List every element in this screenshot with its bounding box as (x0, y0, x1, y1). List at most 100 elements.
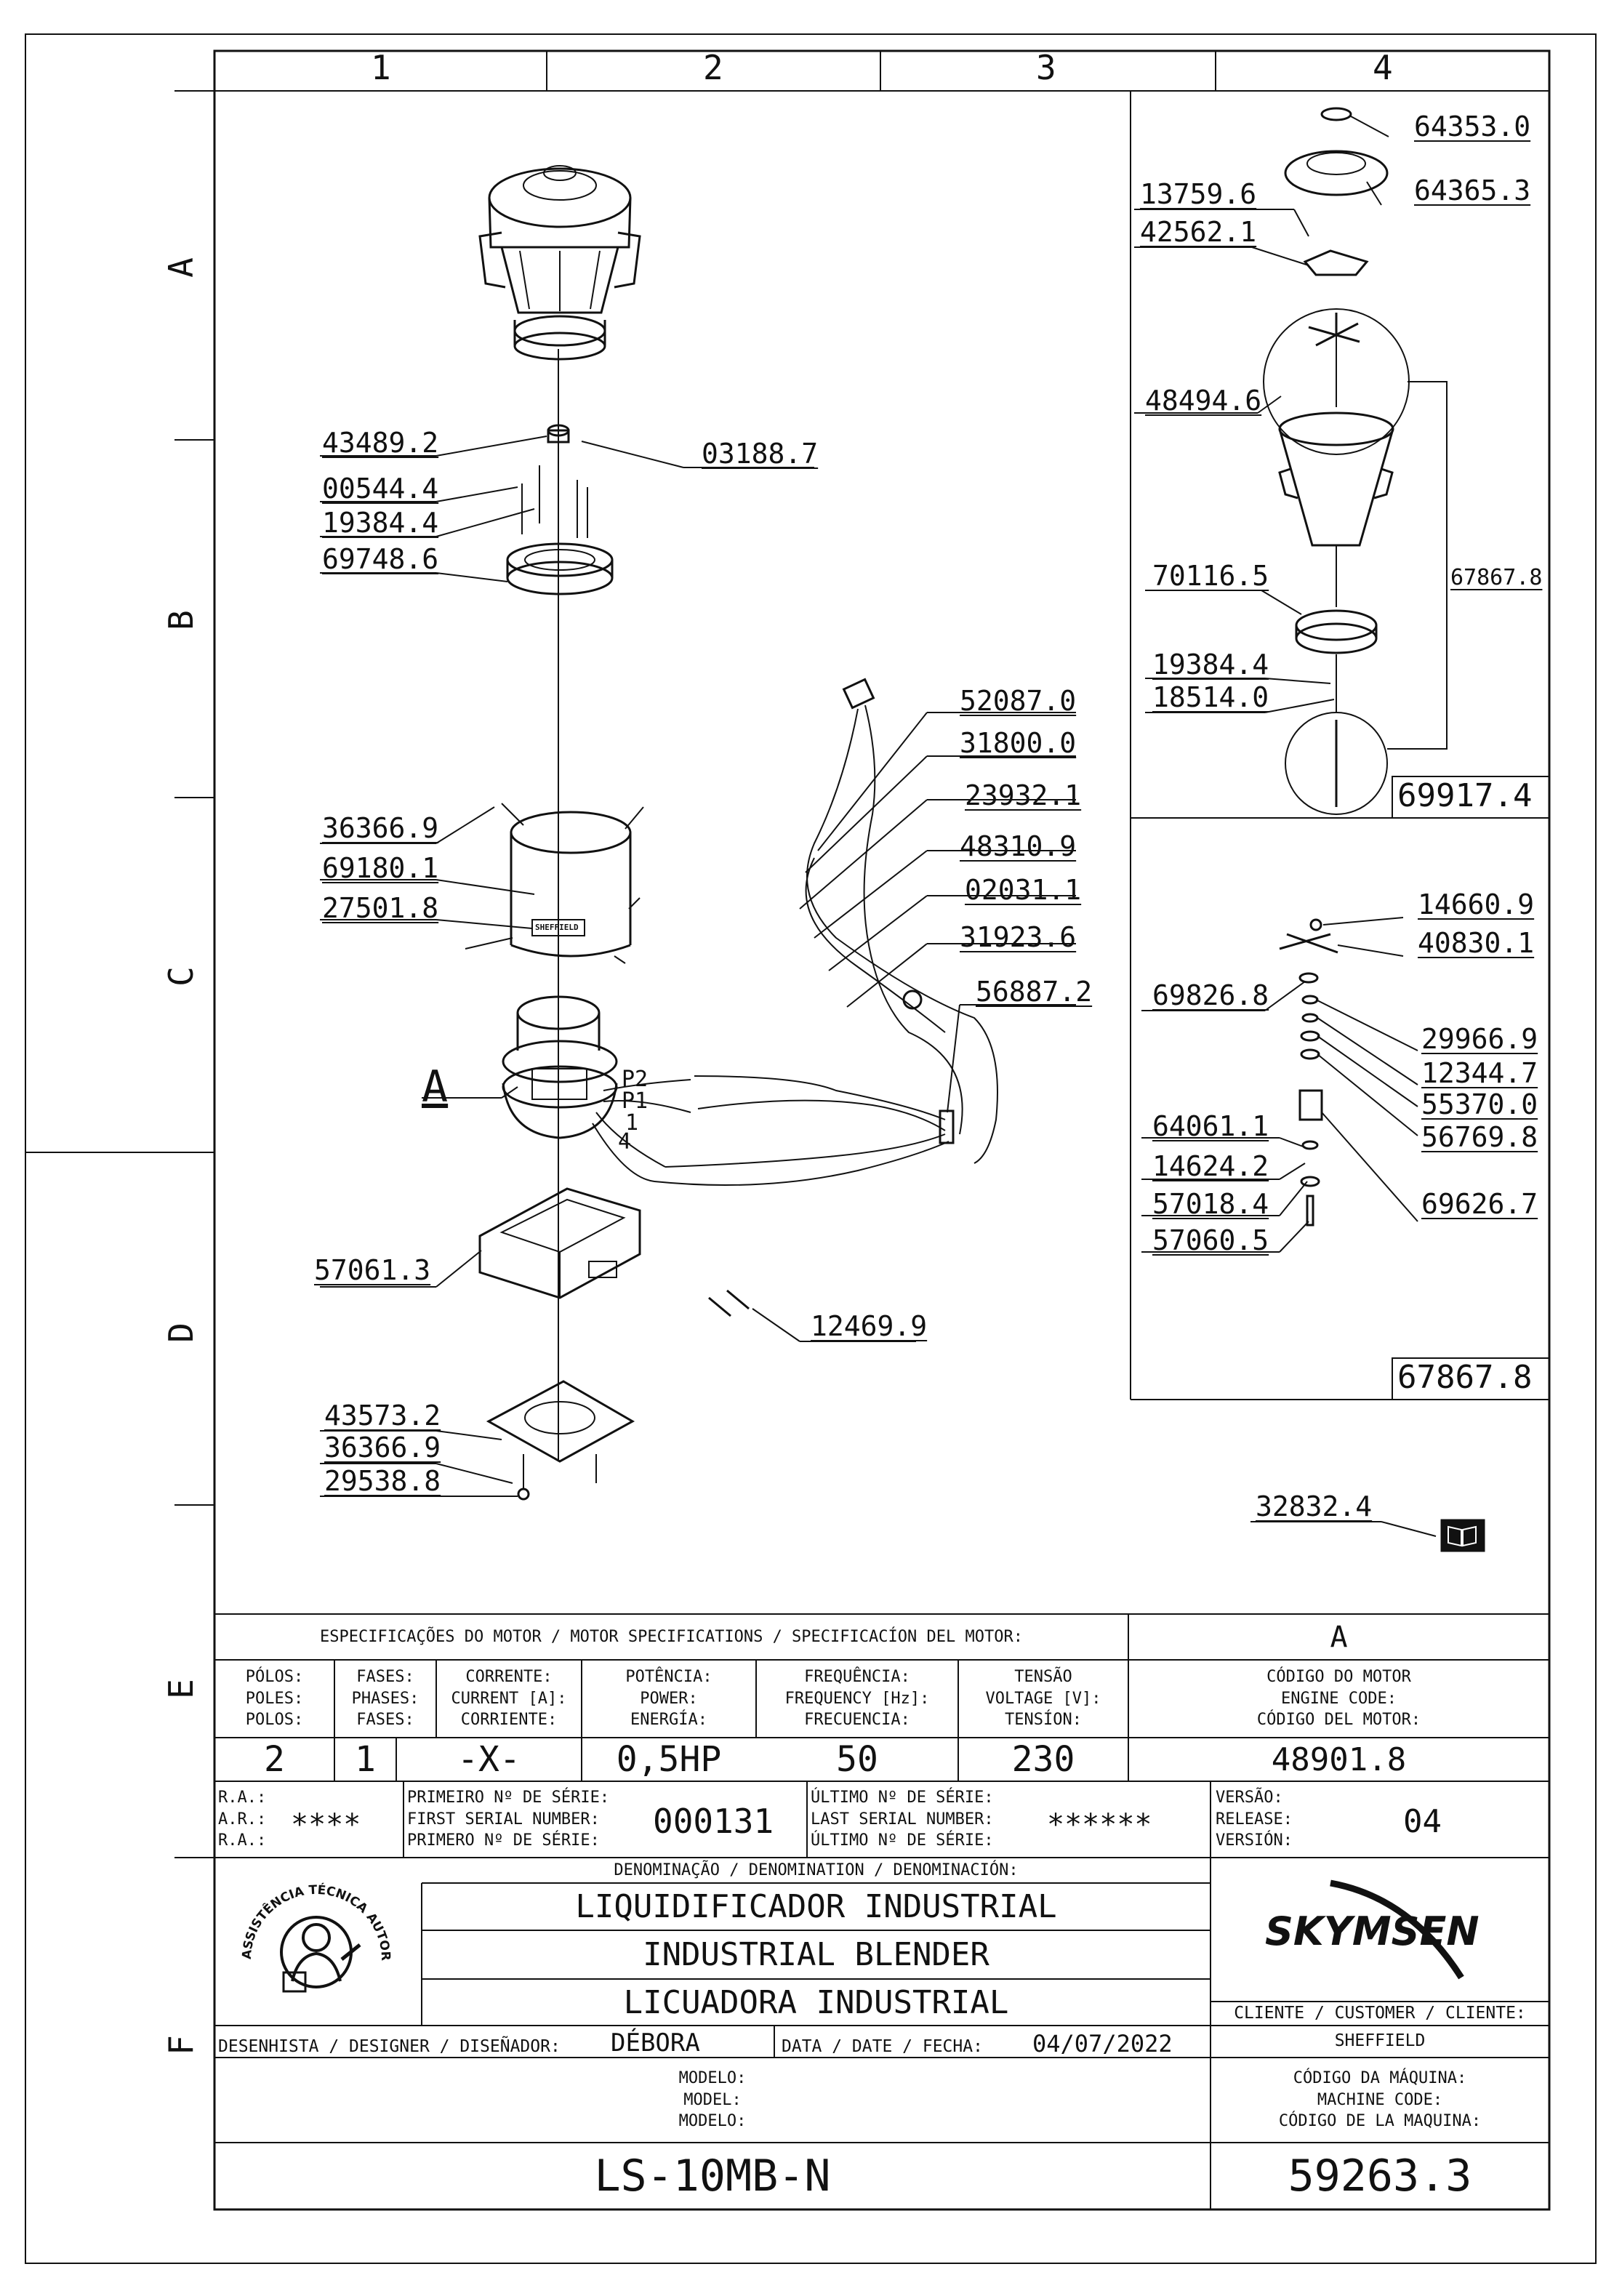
customer-value: SHEFFIELD (1334, 2031, 1426, 2051)
voltage-value: 230 (1011, 1739, 1075, 1780)
part-label: 27501.8 (322, 892, 439, 924)
last-serial-label: ÚLTIMO Nº DE SÉRIE:LAST SERIAL NUMBER:ÚL… (811, 1789, 994, 1850)
version-label: VERSÃO:RELEASE:VERSIÓN: (1216, 1789, 1293, 1850)
part-label: 14660.9 (1418, 888, 1535, 920)
grid-row-b: B (161, 610, 201, 630)
date-value: 04/07/2022 (1032, 2030, 1173, 2058)
engine-code-value: 48901.8 (1271, 1741, 1407, 1778)
phases-value: 1 (355, 1739, 376, 1780)
title-portuguese: LIQUIDIFICADOR INDUSTRIAL (575, 1888, 1057, 1925)
power-label: POTÊNCIA:POWER:ENERGÍA: (625, 1667, 712, 1730)
ra-value: **** (291, 1808, 361, 1842)
part-label: 48494.6 (1145, 385, 1262, 417)
detail-a-callout: A (422, 1061, 449, 1112)
part-label: 36366.9 (322, 812, 439, 844)
part-label: 02031.1 (965, 874, 1082, 906)
part-label: 64061.1 (1152, 1110, 1269, 1142)
part-label: 12344.7 (1421, 1057, 1538, 1089)
current-label: CORRENTE:CURRENT [A]:CORRIENTE: (451, 1667, 567, 1730)
power-value: 0,5HP (616, 1739, 722, 1780)
title-spanish: LICUADORA INDUSTRIAL (623, 1983, 1009, 2021)
part-label: 31923.6 (960, 921, 1077, 953)
frequency-label: FREQUÊNCIA:FREQUENCY [Hz]:FRECUENCIA: (784, 1667, 930, 1730)
part-label: 67867.8 (1450, 565, 1543, 590)
part-label: 64365.3 (1414, 174, 1531, 206)
grid-row-d: D (161, 1322, 201, 1343)
part-label: 55370.0 (1421, 1088, 1538, 1120)
svg-text:SKYMSEN: SKYMSEN (1265, 1908, 1480, 1954)
grid-row-f: F (161, 2035, 201, 2055)
part-label: 43573.2 (324, 1400, 441, 1432)
part-label: 56887.2 (976, 976, 1093, 1008)
part-label: 32832.4 (1256, 1490, 1373, 1522)
part-label: 12469.9 (811, 1310, 928, 1342)
version-value: 04 (1403, 1803, 1442, 1840)
grid-row-a: A (161, 257, 201, 278)
part-label: 57018.4 (1152, 1188, 1269, 1220)
part-label: 64353.0 (1414, 111, 1531, 143)
part-label: 40830.1 (1418, 927, 1535, 959)
part-label: 48310.9 (960, 830, 1077, 862)
part-label: 14624.2 (1152, 1150, 1269, 1182)
customer-label: CLIENTE / CUSTOMER / CLIENTE: (1234, 2003, 1526, 2023)
frequency-value: 50 (836, 1739, 878, 1780)
wire-label-p2: P2 (622, 1067, 649, 1092)
grid-row-c: C (161, 966, 201, 987)
part-label: 69626.7 (1421, 1188, 1538, 1220)
part-label: 23932.1 (965, 779, 1082, 811)
part-label: 36366.9 (324, 1432, 441, 1464)
subassembly-code: 67867.8 (1397, 1359, 1533, 1396)
part-label: 19384.4 (1152, 649, 1269, 681)
poles-value: 2 (264, 1739, 285, 1780)
date-label: DATA / DATE / FECHA: (782, 2037, 983, 2056)
wire-label-p1: P1 (622, 1088, 649, 1114)
current-value: -X- (457, 1739, 521, 1780)
part-label: 69180.1 (322, 852, 439, 884)
wire-label-4: 4 (618, 1129, 632, 1155)
housing-brand-label: SHEFFIELD (535, 923, 579, 932)
grid-row-e: E (161, 1679, 201, 1699)
part-label: 03188.7 (702, 438, 819, 470)
part-label: 69826.8 (1152, 979, 1269, 1011)
designer-value: DÉBORA (611, 2028, 700, 2058)
designer-label: DESENHISTA / DESIGNER / DISEÑADOR: (218, 2037, 561, 2056)
model-label: MODELO:MODEL:MODELO: (678, 2068, 747, 2131)
machine-code-value: 59263.3 (1288, 2151, 1472, 2201)
grid-column-2: 2 (703, 48, 723, 87)
last-serial-value: ****** (1047, 1808, 1152, 1842)
detail-label: A (1330, 1620, 1348, 1654)
ra-label: R.A.:A.R.:R.A.: (218, 1789, 267, 1850)
denomination-label: DENOMINAÇÃO / DENOMINATION / DENOMINACIÓ… (614, 1861, 1019, 1879)
wire-label-1: 1 (625, 1110, 639, 1136)
motor-spec-heading: ESPECIFICAÇÕES DO MOTOR / MOTOR SPECIFIC… (320, 1627, 1023, 1646)
part-label: 56769.8 (1421, 1121, 1538, 1153)
grid-column-3: 3 (1036, 48, 1056, 87)
subassembly-code: 69917.4 (1397, 777, 1533, 814)
model-value: LS-10MB-N (594, 2151, 831, 2201)
part-label: 00544.4 (322, 473, 439, 505)
part-label: 29538.8 (324, 1465, 441, 1497)
part-label: 70116.5 (1152, 560, 1269, 592)
part-label: 31800.0 (960, 727, 1077, 759)
part-label: 13759.6 (1140, 178, 1257, 210)
phases-label: FASES:PHASES:FASES: (351, 1667, 419, 1730)
grid-column-4: 4 (1373, 48, 1393, 87)
part-label: 69748.6 (322, 543, 439, 575)
part-label: 19384.4 (322, 507, 439, 539)
part-label: 29966.9 (1421, 1023, 1538, 1055)
part-label: 57061.3 (314, 1254, 431, 1286)
first-serial-label: PRIMEIRO Nº DE SÉRIE:FIRST SERIAL NUMBER… (407, 1789, 610, 1850)
part-label: 57060.5 (1152, 1224, 1269, 1256)
skymsen-logo: SKYMSEN (1221, 1868, 1541, 1992)
grid-column-1: 1 (371, 48, 391, 87)
part-label: 18514.0 (1152, 681, 1269, 713)
part-label: 52087.0 (960, 685, 1077, 717)
first-serial-value: 000131 (653, 1802, 774, 1841)
authorized-technician-stamp: ASSISTÊNCIA TÉCNICA AUTORIZADA (228, 1854, 400, 2018)
poles-label: PÓLOS:POLES:POLOS: (245, 1667, 304, 1730)
part-label: 42562.1 (1140, 216, 1257, 248)
